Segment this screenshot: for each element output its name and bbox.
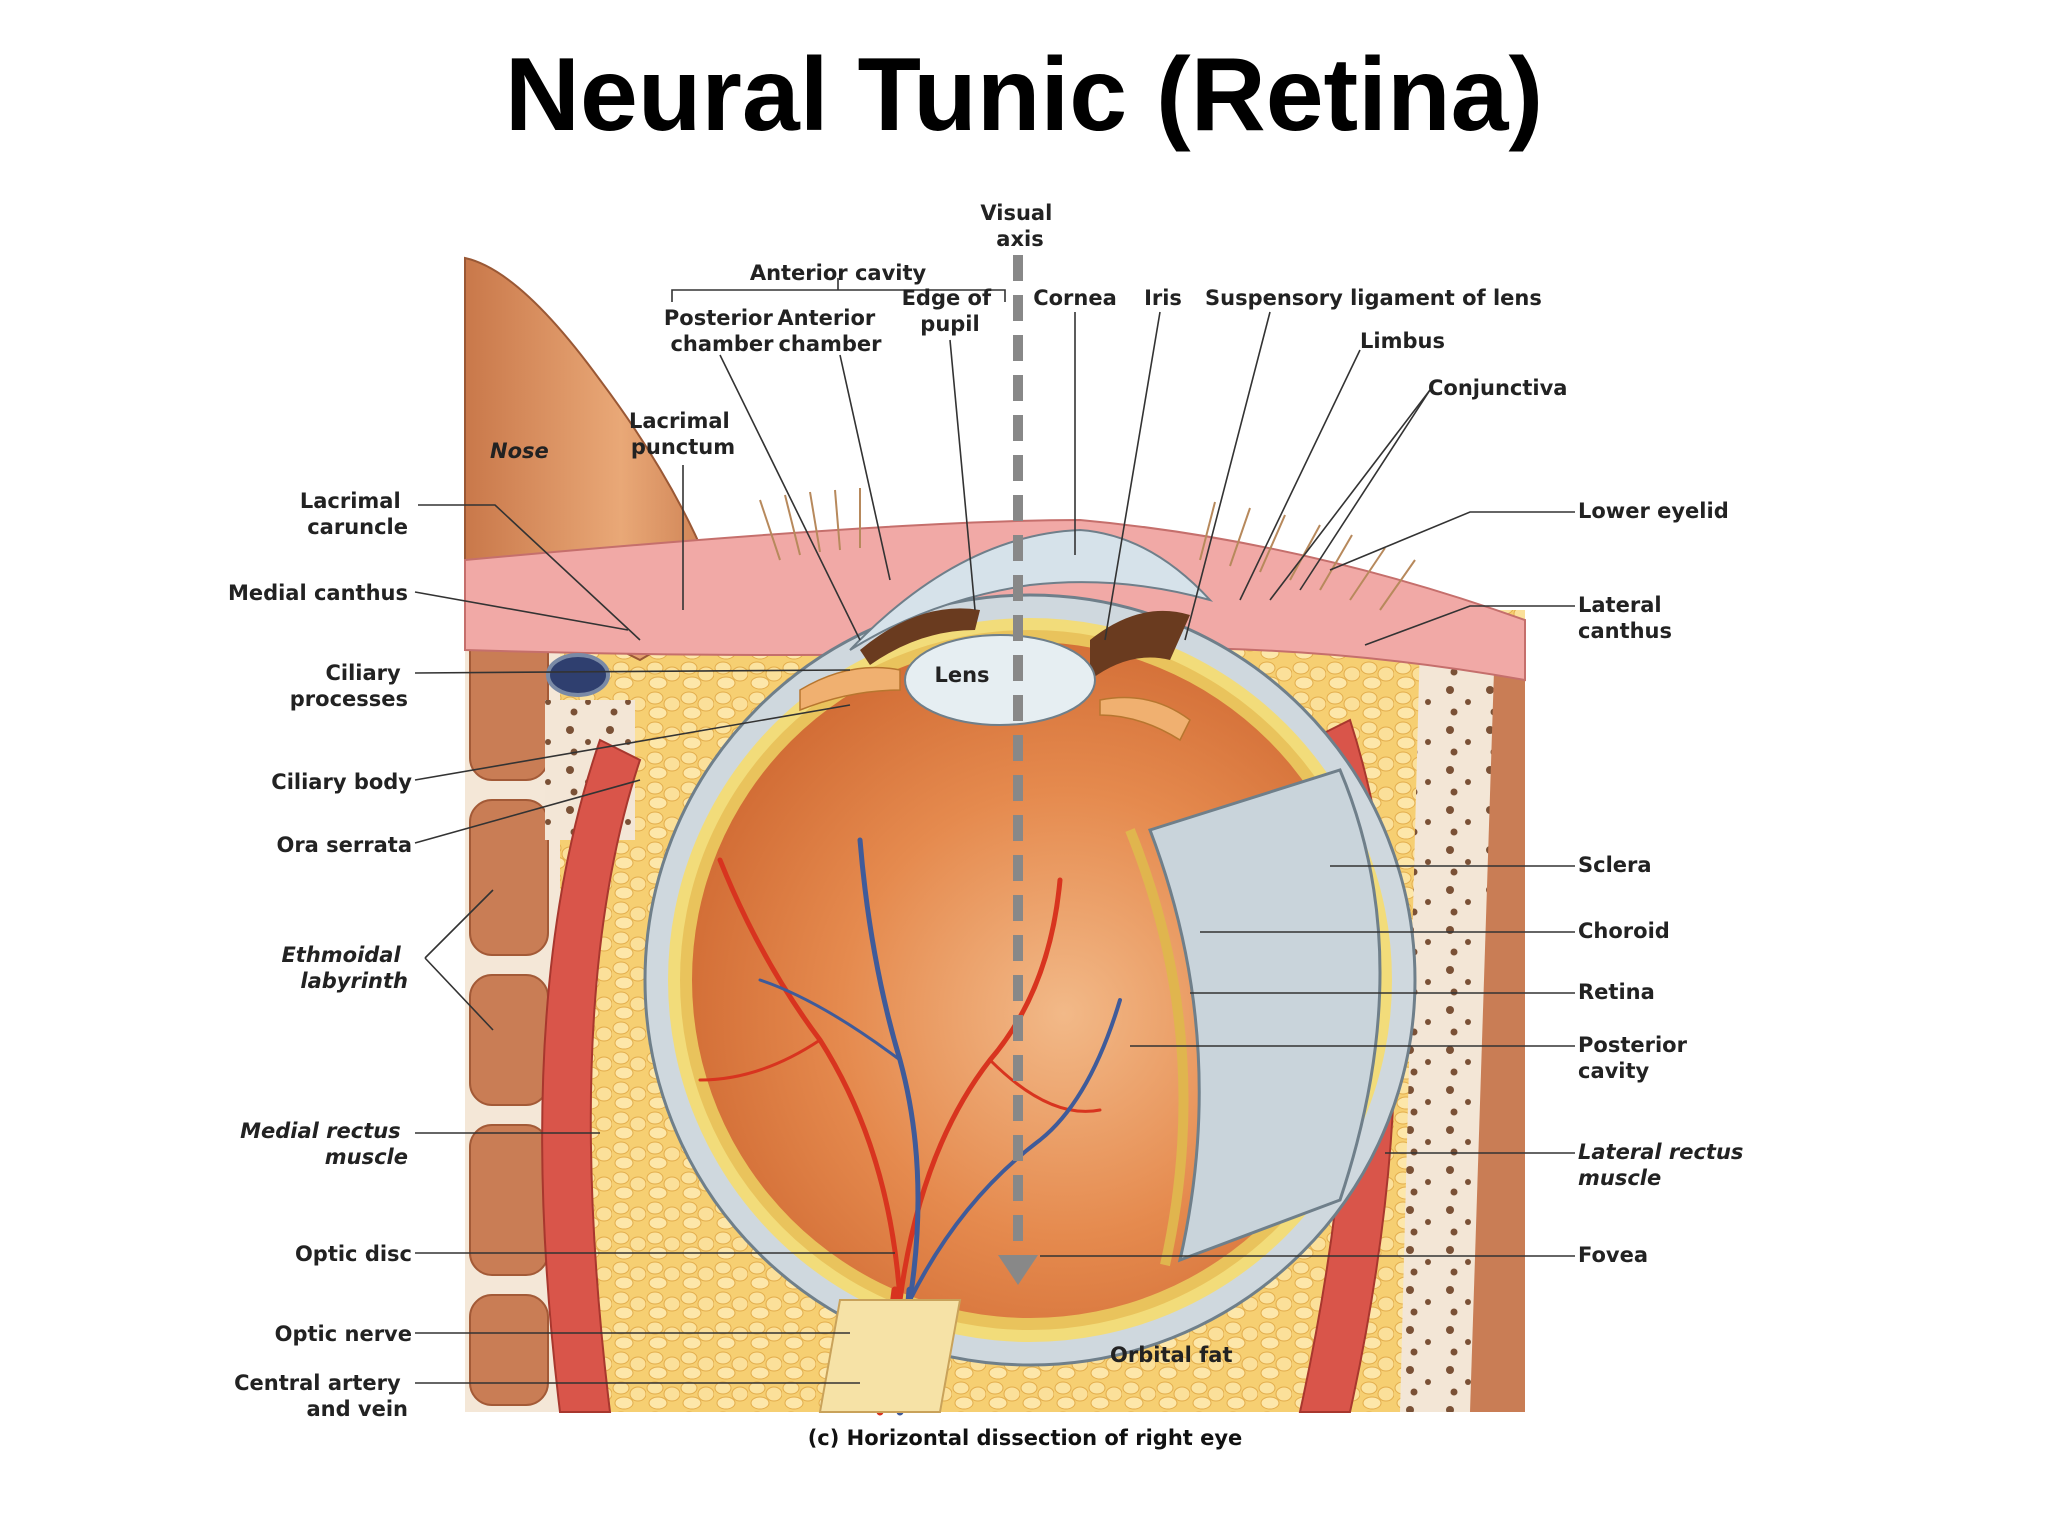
label-conjunctiva: Conjunctiva <box>1428 376 1567 400</box>
label-ciliary-body: Ciliary body <box>271 770 412 794</box>
eyeball <box>643 593 1417 1367</box>
label-lateral-canthus: Lateral canthus <box>1578 593 1672 643</box>
label-central-artery: Central artery and vein <box>234 1371 408 1421</box>
label-retina: Retina <box>1578 980 1655 1004</box>
label-anterior-chamber: Anterior chamber <box>777 306 882 356</box>
label-choroid: Choroid <box>1578 919 1670 943</box>
label-limbus: Limbus <box>1360 329 1445 353</box>
label-cornea: Cornea <box>1033 286 1117 310</box>
label-medial-rectus: Medial rectus muscle <box>240 1119 408 1169</box>
label-lower-eyelid: Lower eyelid <box>1578 499 1729 523</box>
ciliary-body-shape <box>799 666 901 712</box>
eyelashes <box>759 488 1416 611</box>
label-edge-of-pupil: Edge of pupil <box>902 286 999 336</box>
slide-title: Neural Tunic (Retina) <box>504 37 1544 153</box>
label-lacrimal-punctum: Lacrimal punctum <box>629 409 737 459</box>
label-ciliary-processes: Ciliary processes <box>290 661 408 711</box>
label-suspensory-ligament: Suspensory ligament of lens <box>1205 286 1542 310</box>
optic-nerve-shape <box>818 1299 962 1413</box>
label-lacrimal-caruncle: Lacrimal caruncle <box>300 489 408 539</box>
iris-shape <box>1090 610 1190 680</box>
label-anterior-cavity: Anterior cavity <box>750 261 927 285</box>
visual-axis-arrow <box>998 1255 1038 1285</box>
leader-lines <box>414 278 1575 1384</box>
label-lens: Lens <box>934 663 989 687</box>
label-optic-disc: Optic disc <box>295 1242 412 1266</box>
label-visual-axis: Visual axis <box>980 201 1059 251</box>
label-posterior-chamber: Posterior chamber <box>664 306 780 356</box>
label-orbital-fat: Orbital fat <box>1110 1343 1233 1367</box>
label-fovea: Fovea <box>1578 1243 1648 1267</box>
label-ora-serrata: Ora serrata <box>276 833 412 857</box>
label-nose: Nose <box>490 439 549 463</box>
label-posterior-cavity: Posterior cavity <box>1578 1033 1694 1083</box>
label-optic-nerve: Optic nerve <box>275 1322 412 1346</box>
label-medial-canthus: Medial canthus <box>228 581 408 605</box>
label-ethmoidal-labyrinth: Ethmoidal labyrinth <box>281 943 408 993</box>
lacrimal-canal <box>546 653 610 697</box>
label-iris: Iris <box>1144 286 1182 310</box>
medial-rectus-shape <box>541 738 642 1413</box>
iris-shape-medial <box>860 608 980 665</box>
lens-shape <box>904 634 1096 726</box>
figure-caption: (c) Horizontal dissection of right eye <box>808 1426 1243 1450</box>
label-lateral-rectus: Lateral rectus muscle <box>1578 1140 1751 1190</box>
label-sclera: Sclera <box>1578 853 1652 877</box>
